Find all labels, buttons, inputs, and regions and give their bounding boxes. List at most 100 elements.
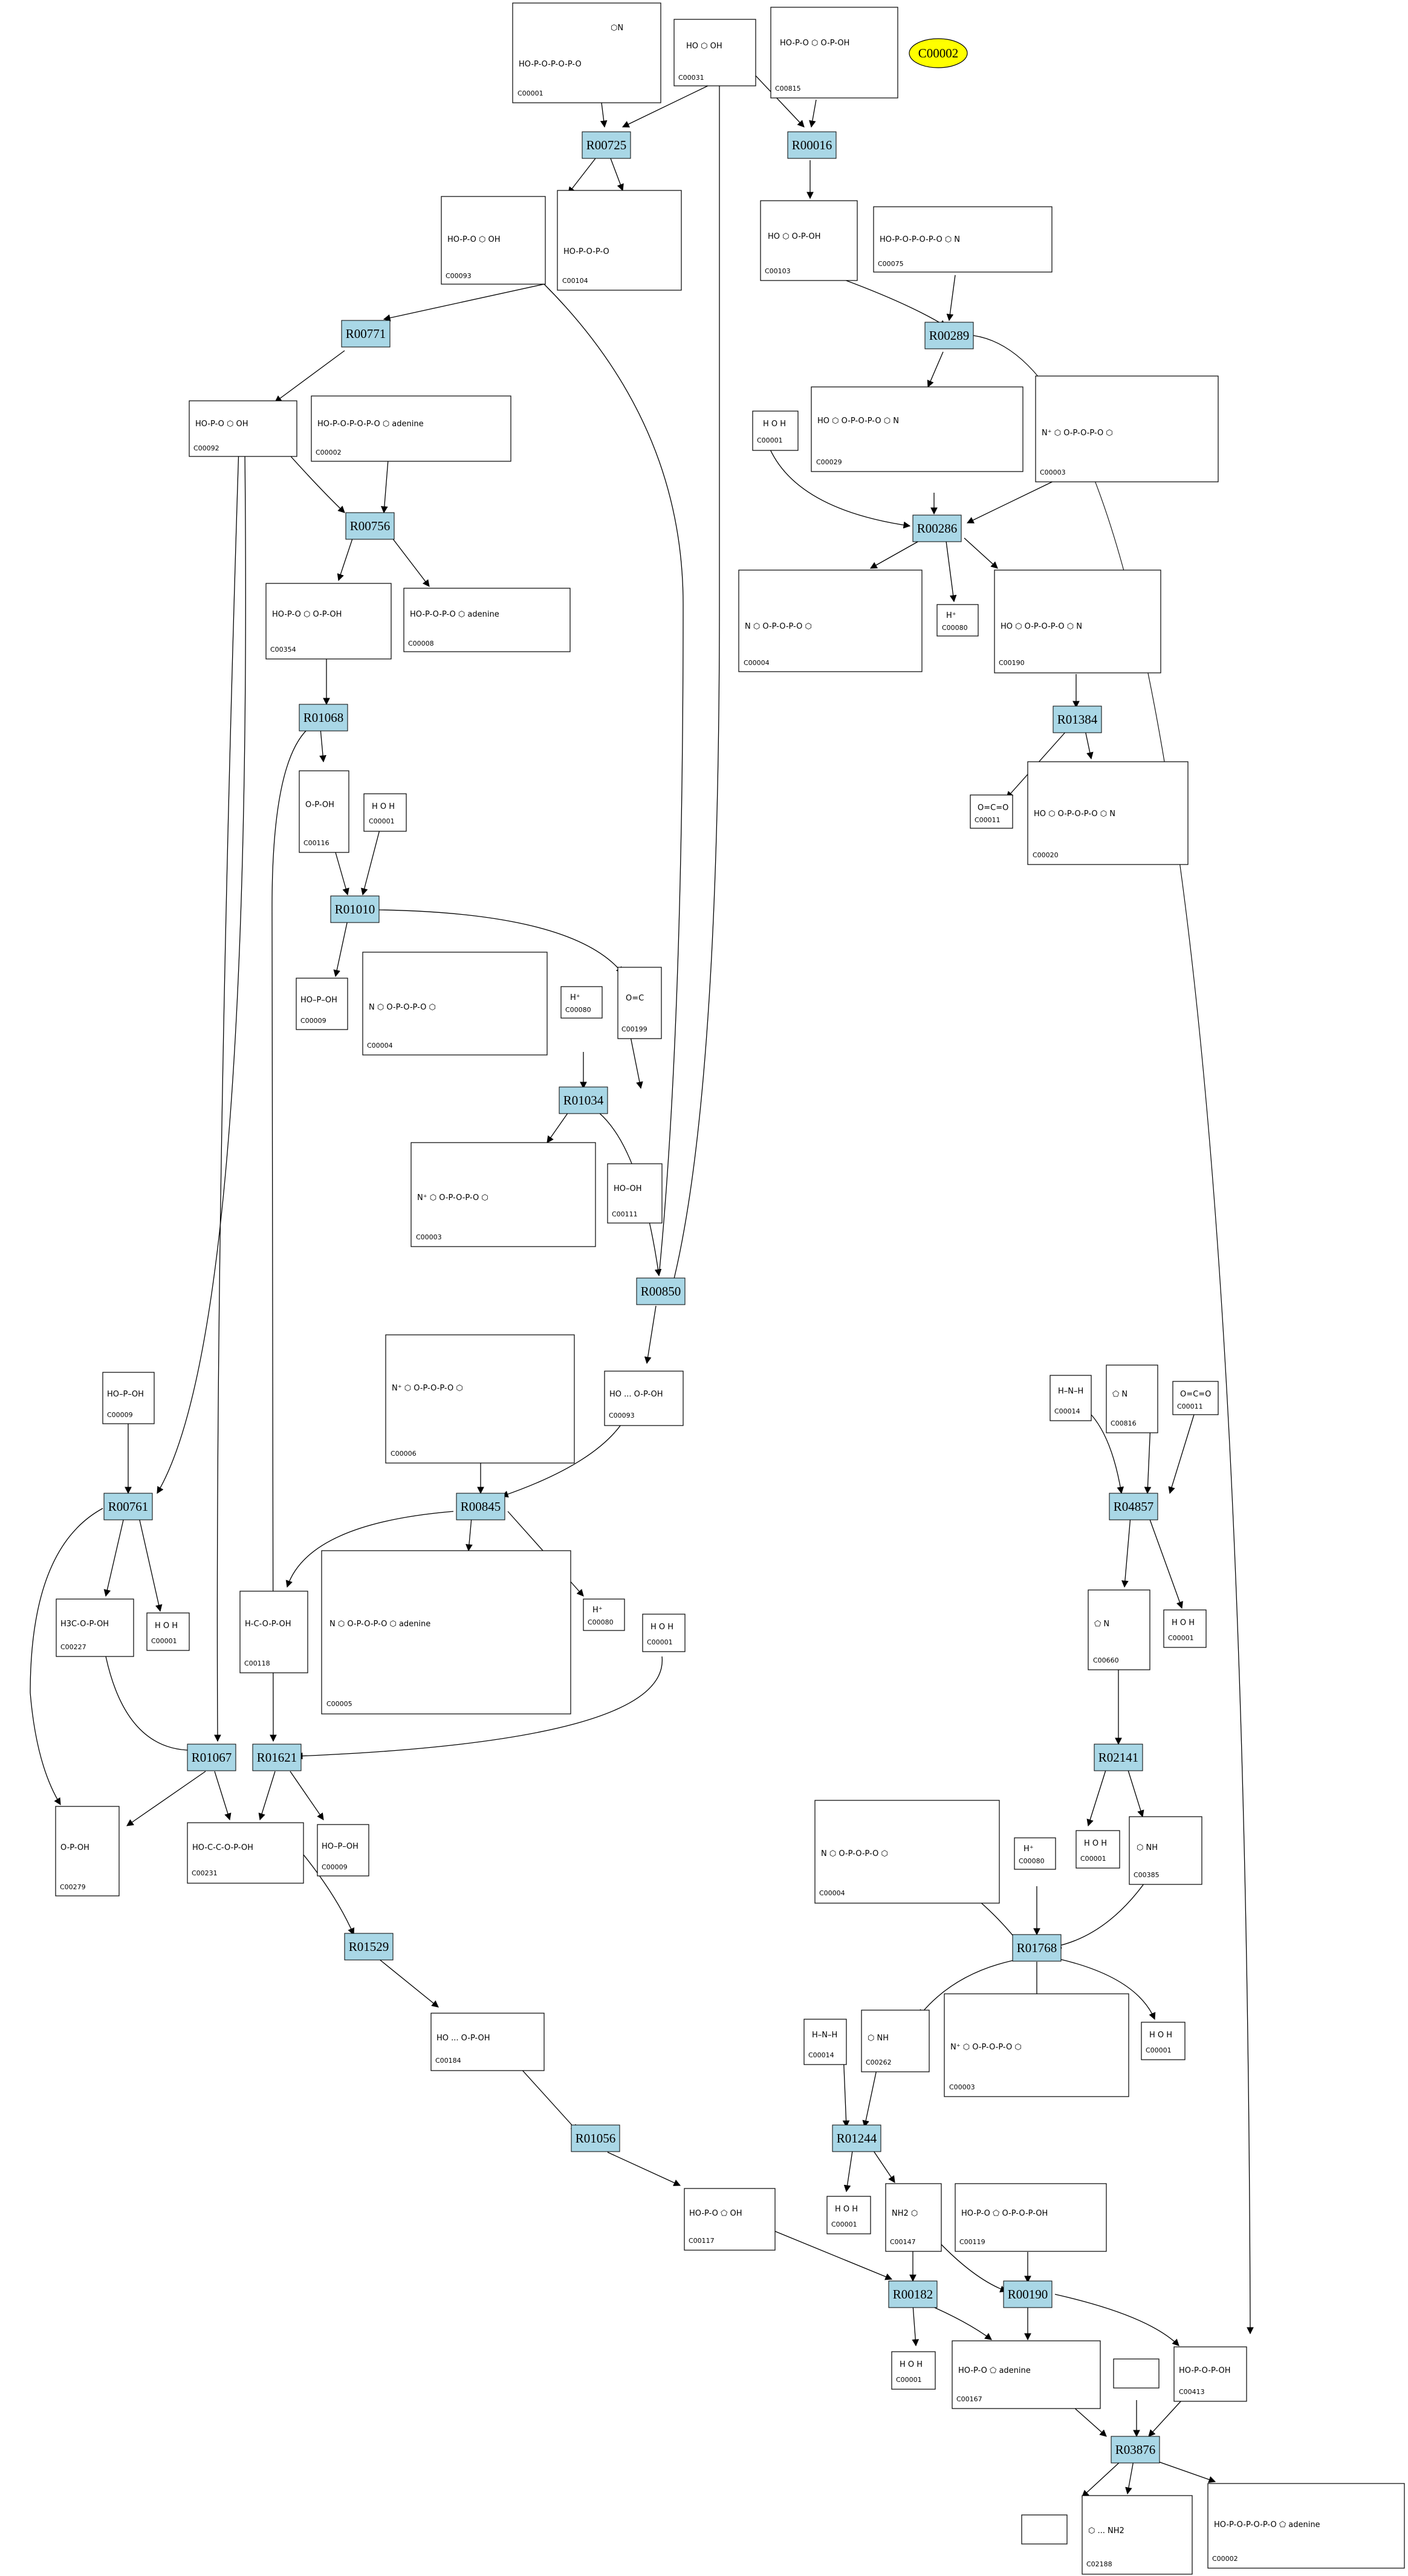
compound-box[interactable]: O=C=O C00011 xyxy=(1172,1381,1219,1415)
compound-box[interactable]: H O H C00001 xyxy=(1075,1830,1120,1869)
reaction-node[interactable]: R00761 xyxy=(103,1493,153,1520)
svg-text:R01768: R01768 xyxy=(1017,1941,1057,1955)
reaction-node[interactable]: R01034 xyxy=(559,1086,608,1114)
compound-box[interactable]: HO-P-O ⬠ OH C00117 xyxy=(684,2188,776,2251)
compound-box[interactable]: HO-P-O-P-O C00104 xyxy=(557,190,682,291)
reaction-node[interactable]: R00771 xyxy=(341,320,391,348)
svg-text:R01244: R01244 xyxy=(837,2131,877,2146)
compound-box[interactable]: H⁺ C00080 xyxy=(560,986,603,1019)
reaction-node[interactable]: R00289 xyxy=(924,322,974,349)
compound-box[interactable]: HO-P-O-P-O-P-O ⬡ N C00075 xyxy=(873,206,1053,273)
compound-box-empty[interactable] xyxy=(1021,2514,1068,2545)
compound-box[interactable]: NH2 ⬡ C00147 xyxy=(885,2183,942,2252)
compound-box[interactable]: HO-P-O-P-O-P-O ⬠ adenine C00002 xyxy=(1207,2483,1405,2569)
reaction-node[interactable]: R00286 xyxy=(912,514,962,542)
compound-box[interactable]: HO ⬡ O-P-OH C00103 xyxy=(760,200,858,281)
compound-box[interactable]: HO–OH C00111 xyxy=(607,1163,663,1224)
compound-box[interactable]: O-P-OH C00279 xyxy=(55,1806,120,1896)
compound-box[interactable]: H O H C00001 xyxy=(642,1614,686,1652)
reaction-node[interactable]: R00845 xyxy=(456,1493,505,1520)
compound-box[interactable]: H-C-O-P-OH C00118 xyxy=(239,1591,308,1673)
reaction-node[interactable]: R01068 xyxy=(299,704,348,732)
reaction-node[interactable]: R00725 xyxy=(582,131,631,159)
compound-box[interactable]: HO-P-O-P-O ⬡ adenine C00008 xyxy=(403,588,571,652)
compound-box[interactable]: HO–P–OH C00009 xyxy=(102,1372,155,1424)
compound-box[interactable]: H O H C00001 xyxy=(1141,2022,1186,2060)
svg-text:H⁺: H⁺ xyxy=(1024,1844,1034,1854)
compound-box[interactable]: O=C=O C00011 xyxy=(970,794,1013,829)
compound-box[interactable]: H O H C00001 xyxy=(363,793,407,832)
compound-box[interactable]: H O H C00001 xyxy=(146,1612,190,1651)
compound-box[interactable]: HO ⬡ O-P-O-P-O ⬡ N C00190 xyxy=(994,569,1161,673)
compound-id: C00003 xyxy=(1040,469,1066,476)
compound-box[interactable]: N⁺ ⬡ O-P-O-P-O ⬡ C00003 xyxy=(944,1993,1129,2097)
compound-box[interactable]: HO-P-O ⬡ OH C00092 xyxy=(189,400,297,457)
compound-box[interactable]: H O H C00001 xyxy=(752,410,799,451)
compound-box[interactable]: ⬡ ... NH2 C02188 xyxy=(1082,2495,1193,2575)
reaction-node[interactable]: R01768 xyxy=(1012,1934,1062,1962)
compound-box[interactable]: HO-P-O-P-O-P-O ⬡N C00001 xyxy=(512,2,661,103)
compound-box[interactable]: HO ⬡ O-P-O-P-O ⬡ N C00029 xyxy=(811,386,1024,472)
compound-box[interactable]: HO-P-O-P-OH C00413 xyxy=(1173,2346,1247,2402)
compound-box[interactable]: ⬡ NH C00262 xyxy=(861,2010,930,2072)
svg-text:HO–P–OH: HO–P–OH xyxy=(322,1842,358,1851)
reaction-node[interactable]: R00756 xyxy=(345,512,395,540)
compound-box[interactable]: HO ... O-P-OH C00184 xyxy=(430,2013,545,2071)
compound-box[interactable]: H⁺ C00080 xyxy=(1014,1837,1056,1870)
compound-box[interactable]: HO-C-C-O-P-OH C00231 xyxy=(187,1822,304,1884)
compound-box[interactable]: HO-P-O-P-O-P-O ⬡ adenine C00002 xyxy=(311,395,511,462)
compound-box[interactable]: H O H C00001 xyxy=(891,2351,936,2390)
compound-box[interactable]: N ⬡ O-P-O-P-O ⬡ C00004 xyxy=(362,952,548,1056)
reaction-node[interactable]: R01056 xyxy=(571,2124,620,2152)
compound-id: C00001 xyxy=(831,2221,857,2228)
svg-text:⬠ N: ⬠ N xyxy=(1112,1390,1127,1399)
reaction-node[interactable]: R00850 xyxy=(636,1277,686,1305)
reaction-node[interactable]: R01621 xyxy=(252,1744,302,1771)
compound-box-empty[interactable] xyxy=(1113,2358,1160,2389)
compound-id: C00184 xyxy=(435,2057,461,2065)
compound-box[interactable]: N ⬡ O-P-O-P-O ⬡ C00004 xyxy=(814,1800,1000,1904)
compound-box[interactable]: HO ⬡ O-P-O-P-O ⬡ N C00020 xyxy=(1027,761,1189,865)
compound-box[interactable]: HO-P-O ⬡ O-P-OH C00354 xyxy=(265,583,392,660)
compound-box[interactable]: H3C-O-P-OH C00227 xyxy=(56,1598,134,1657)
reaction-node[interactable]: R00190 xyxy=(1003,2280,1053,2308)
reaction-node[interactable]: R03876 xyxy=(1111,2436,1160,2464)
compound-box[interactable]: HO-P-O ⬡ OH C00093 xyxy=(441,196,546,285)
reaction-node[interactable]: R01067 xyxy=(187,1744,236,1771)
compound-box[interactable]: ⬡ NH C00385 xyxy=(1129,1816,1202,1885)
compound-box[interactable]: O-P-OH C00116 xyxy=(299,770,349,853)
compound-box[interactable]: HO-P-O ⬠ adenine C00167 xyxy=(952,2340,1101,2409)
reaction-node[interactable]: R00182 xyxy=(888,2280,938,2308)
compound-box[interactable]: HO ... O-P-OH C00093 xyxy=(604,1371,684,1426)
compound-box[interactable]: ⬠ N C00816 xyxy=(1106,1364,1158,1433)
compound-box[interactable]: N ⬡ O-P-O-P-O ⬡ C00004 xyxy=(738,569,923,672)
compound-box[interactable]: HO-P-O ⬡ O-P-OH C00815 xyxy=(770,7,898,99)
reaction-node[interactable]: R01384 xyxy=(1053,706,1102,733)
reaction-node[interactable]: R00016 xyxy=(787,131,837,159)
reaction-node[interactable]: R02141 xyxy=(1094,1744,1143,1771)
compound-box[interactable]: HO–P–OH C00009 xyxy=(296,978,348,1030)
compound-box[interactable]: H–N–H C00014 xyxy=(1050,1375,1092,1421)
compound-box[interactable]: N⁺ ⬡ O-P-O-P-O ⬡ C00006 xyxy=(385,1334,575,1464)
compound-box[interactable]: N⁺ ⬡ O-P-O-P-O ⬡ C00003 xyxy=(1035,375,1219,482)
compound-box[interactable]: N⁺ ⬡ O-P-O-P-O ⬡ C00003 xyxy=(410,1142,596,1247)
compound-box[interactable]: ⬠ N C00660 xyxy=(1088,1589,1150,1670)
compound-box[interactable]: O=C C00199 xyxy=(617,967,662,1039)
compound-box[interactable]: H⁺ C00080 xyxy=(936,604,979,637)
compound-box[interactable]: HO ⬡ OH C00031 xyxy=(673,19,756,86)
reaction-node[interactable]: R01244 xyxy=(832,2124,881,2152)
compound-box[interactable]: H O H C00001 xyxy=(1163,1609,1207,1648)
compound-box[interactable]: N ⬡ O-P-O-P-O ⬡ adenine C00005 xyxy=(321,1550,571,1715)
compound-box[interactable]: HO–P–OH C00009 xyxy=(317,1824,369,1877)
reaction-node[interactable]: R01010 xyxy=(330,895,380,923)
reaction-node[interactable]: R01529 xyxy=(344,1933,394,1961)
compound-box[interactable]: H–N–H C00014 xyxy=(803,2019,847,2065)
highlight-node-c00002[interactable]: C00002 xyxy=(909,38,968,68)
svg-text:HO ⬡ OH: HO ⬡ OH xyxy=(686,42,722,51)
compound-box[interactable]: H⁺ C00080 xyxy=(583,1598,625,1631)
reaction-node[interactable]: R04857 xyxy=(1109,1493,1158,1520)
compound-id: C00279 xyxy=(60,1883,86,1891)
compound-id: C00031 xyxy=(678,74,704,82)
compound-box[interactable]: HO-P-O ⬠ O-P-O-P-OH C00119 xyxy=(955,2183,1107,2252)
compound-box[interactable]: H O H C00001 xyxy=(826,2196,871,2234)
